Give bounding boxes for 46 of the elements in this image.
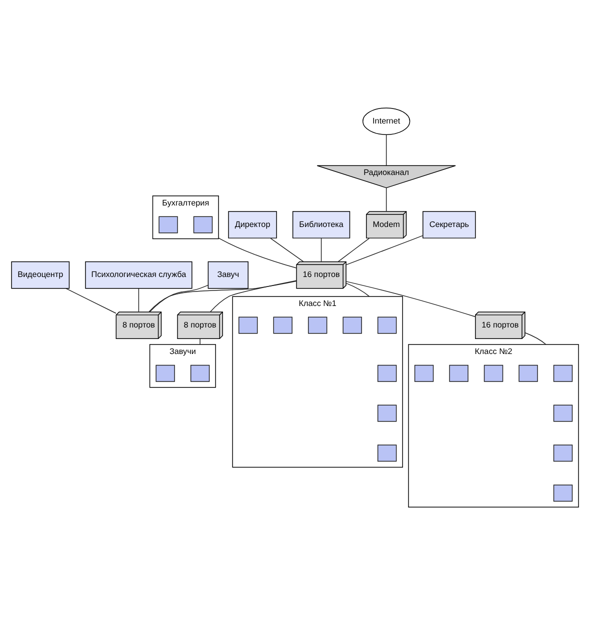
node-ellipse: Internet [362,108,410,135]
node-computer [518,364,538,382]
node-computer [156,364,175,382]
node-computer [190,364,210,382]
node-computer [308,316,328,334]
node-computer [484,364,504,382]
connector [66,288,116,314]
connector [149,284,208,312]
connector [270,238,304,262]
connector [524,332,546,345]
cluster: Завучи [149,344,216,388]
cluster: Класс №1 [232,296,403,468]
connector [338,238,370,262]
node-computer [449,364,468,382]
connector [346,282,370,297]
connector [148,280,297,312]
node-computer [414,364,434,382]
connector [138,288,140,312]
node-box: Видеоцентр [11,261,70,289]
connector [210,280,297,312]
connector [320,238,322,262]
connector [218,238,297,268]
node-box: Завуч [208,261,248,289]
node-computer [377,404,397,422]
node-computer [342,316,362,334]
cluster: Класс №2 [408,344,579,508]
connector [346,235,424,266]
node-computer [377,316,397,334]
node-box: Психологическая служба [85,261,192,289]
connector [386,134,387,166]
node-computer [158,216,178,234]
node-computer [273,316,292,334]
node-computer [377,364,397,382]
connector [346,281,476,318]
node-box: Библиотека [292,211,350,238]
node-computer [193,216,213,234]
node-computer [553,484,573,502]
node-box: Секретарь [422,211,476,238]
node-computer [377,444,397,462]
node-box: Директор [228,211,277,238]
cluster: Бухгалтерия [152,196,219,240]
node-computer [553,364,573,382]
node-computer [553,444,573,462]
connector [386,188,387,212]
node-computer [238,316,258,334]
node-computer [553,404,573,422]
